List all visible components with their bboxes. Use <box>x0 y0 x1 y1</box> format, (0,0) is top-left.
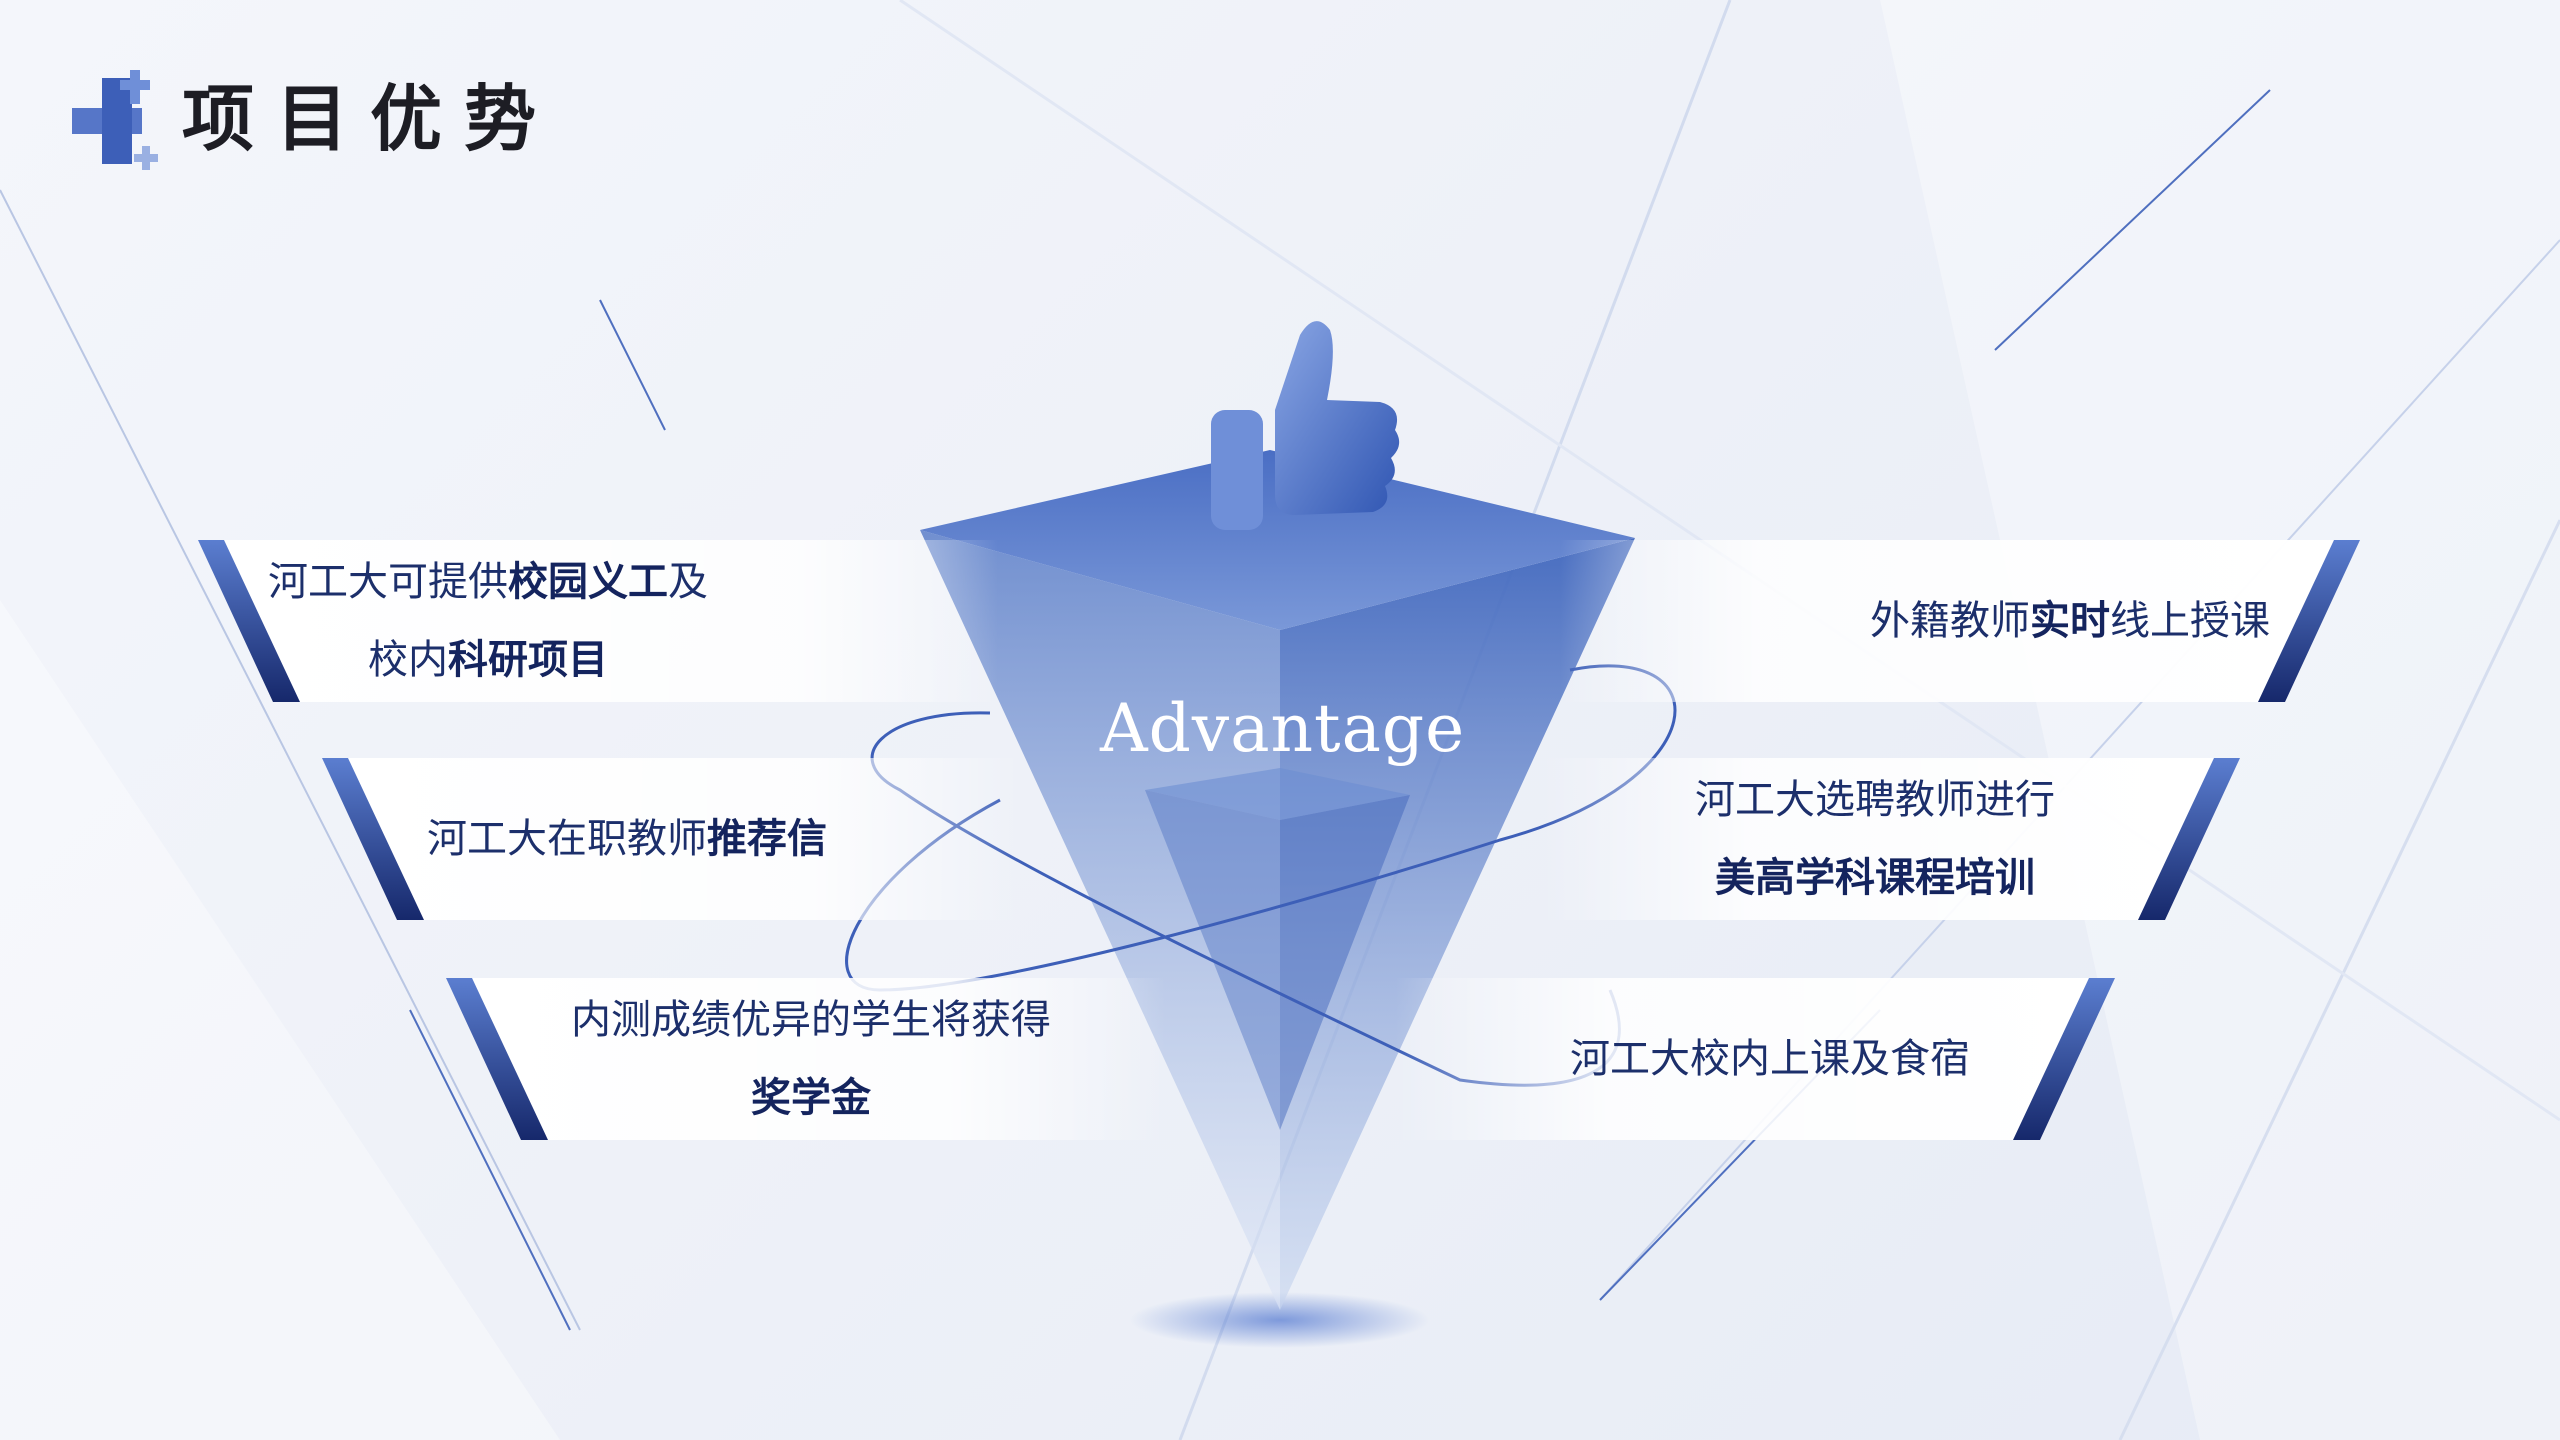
advantage-banner-6: 河工大校内上课及食宿 <box>1395 978 2115 1140</box>
thumbs-up-icon <box>1211 321 1400 530</box>
advantage-banner-3: 河工大在职教师推荐信 <box>322 758 1022 920</box>
blue-cross-plus-icon <box>72 70 158 170</box>
advantage-banner-4: 河工大选聘教师进行 美高学科课程培训 <box>1540 758 2240 920</box>
advantage-banner-5: 内测成绩优异的学生将获得 奖学金 <box>446 978 1166 1140</box>
banner-4-line-1: 河工大选聘教师进行 <box>1695 777 2055 823</box>
page-title: 项目优势 <box>182 77 559 161</box>
banner-1-line-2: 校内科研项目 <box>368 637 608 683</box>
banner-5-line-2: 奖学金 <box>751 1075 871 1121</box>
advantage-banner-2: 外籍教师实时线上授课 <box>1560 540 2360 702</box>
page-header: 项目优势 <box>72 64 592 174</box>
banner-6-line-1: 河工大校内上课及食宿 <box>1570 1036 1970 1082</box>
advantage-pyramid <box>920 450 1635 1348</box>
banner-3-line-1: 河工大在职教师推荐信 <box>427 816 827 862</box>
advantage-banner-1: 河工大可提供校园义工及 校内科研项目 <box>198 540 998 702</box>
banner-2-line-1: 外籍教师实时线上授课 <box>1870 598 2270 644</box>
banner-5-line-1: 内测成绩优异的学生将获得 <box>571 997 1051 1043</box>
banner-1-line-1: 河工大可提供校园义工及 <box>268 559 708 605</box>
center-label: Advantage <box>1100 690 1466 767</box>
banner-4-line-2: 美高学科课程培训 <box>1715 855 2035 901</box>
